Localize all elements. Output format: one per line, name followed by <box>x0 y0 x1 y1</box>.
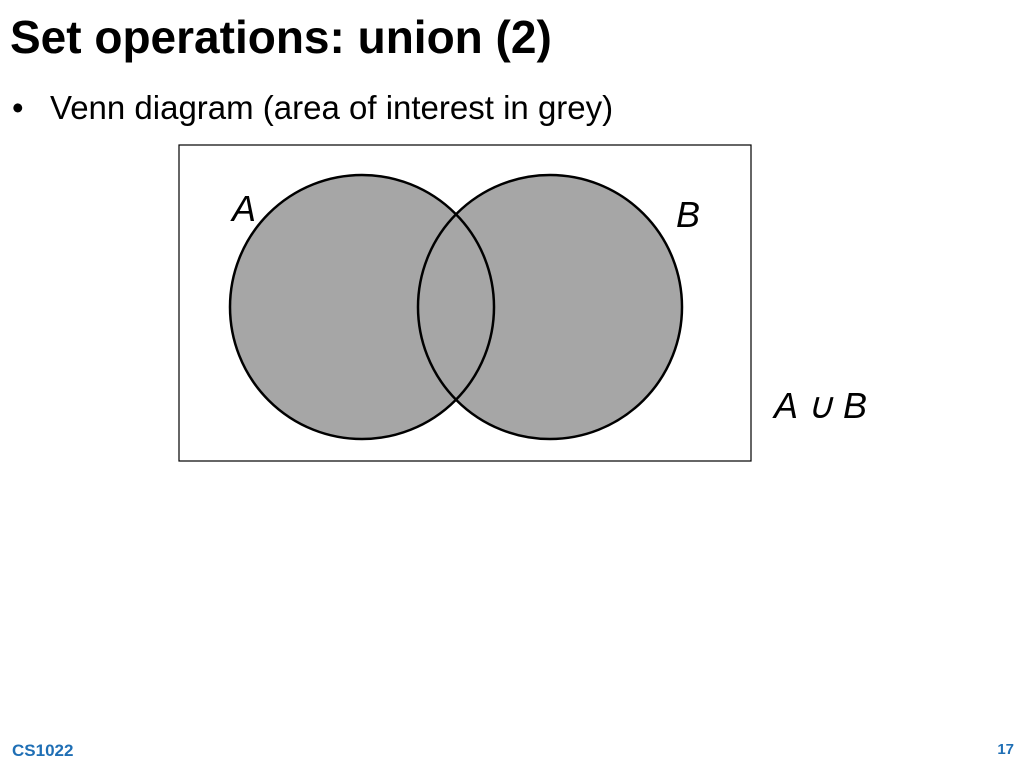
union-expression-label: A ∪ B <box>772 385 867 426</box>
page-number: 17 <box>997 741 1014 758</box>
universe-rectangle <box>178 144 752 462</box>
bullet-text: Venn diagram (area of interest in grey) <box>50 89 614 126</box>
set-a-outline <box>228 173 496 441</box>
set-a-label: A <box>230 188 256 229</box>
set-b-fill <box>418 175 682 439</box>
course-code: CS1022 <box>12 741 74 760</box>
slide-title: Set operations: union (2) <box>10 11 552 63</box>
bullet-item: • Venn diagram (area of interest in grey… <box>12 88 613 128</box>
set-b-label: B <box>676 194 700 235</box>
bullet-dot: • <box>12 89 24 126</box>
set-a-fill <box>230 175 494 439</box>
set-b-outline <box>416 173 684 441</box>
